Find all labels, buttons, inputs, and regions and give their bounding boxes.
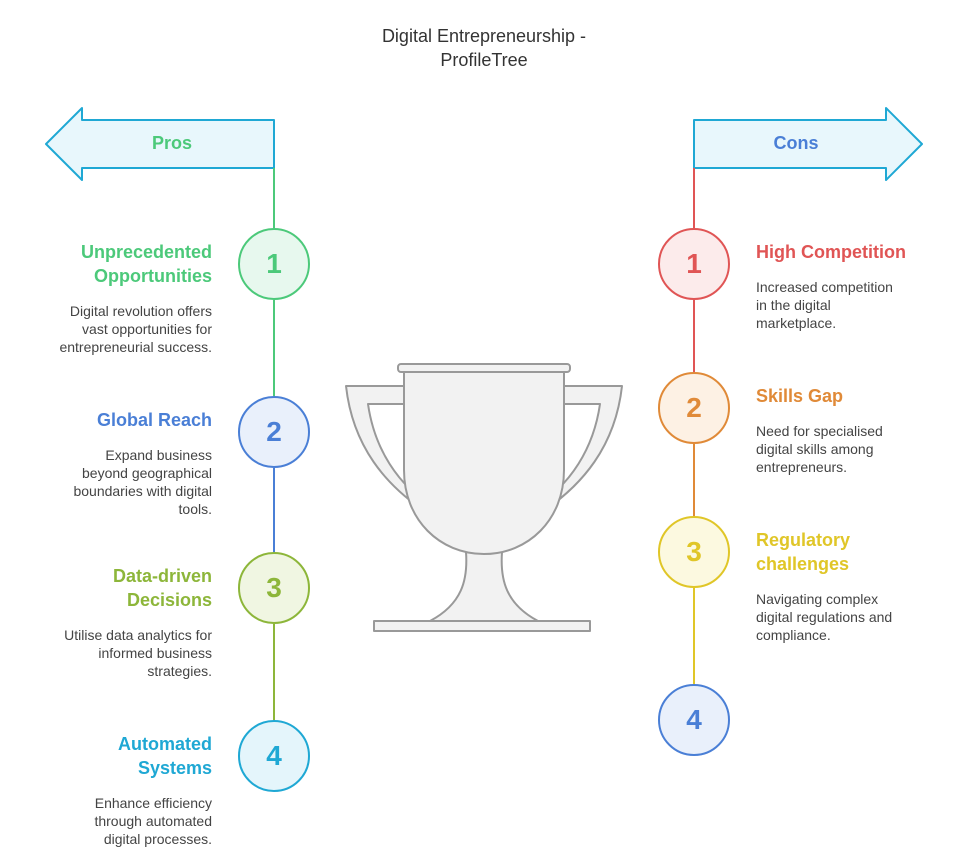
- pros-step-1-heading-line-2: Opportunities: [94, 266, 212, 286]
- cons-step-2-description-line: digital skills among: [756, 441, 874, 457]
- pros-step-3-heading-line-2: Decisions: [126, 590, 212, 610]
- pros-step-1-heading-line-1: Unprecedented: [80, 242, 212, 262]
- pros-step-4-circle: 4: [238, 720, 310, 792]
- pros-step-3-description-line: informed business: [98, 645, 212, 661]
- cons-step-3-heading: Regulatory challenges: [756, 528, 936, 576]
- pros-step-3-description-line: strategies.: [147, 663, 212, 679]
- cons-step-1-description-line: Increased competition: [756, 279, 893, 295]
- cons-step-1-heading: High Competition: [756, 240, 936, 264]
- cons-step-2-description-line: Need for specialised: [756, 423, 883, 439]
- cons-step-1-description: Increased competition in the digital marke…: [756, 278, 936, 332]
- trophy-icon: [345, 363, 623, 632]
- pros-step-4-heading-line-1: Automated: [118, 734, 212, 754]
- cons-step-3-description-line: Navigating complex: [756, 591, 879, 607]
- cons-step-1-description-line: in the digital: [756, 297, 831, 313]
- pros-step-4-description-line: through automated: [94, 813, 212, 829]
- cons-step-2-description: Need for specialised digital skills among…: [756, 422, 936, 476]
- pros-step-3-heading-line-1: Data-driven: [112, 566, 212, 586]
- cons-arrow-shape: [693, 107, 923, 181]
- cons-step-2-heading-line-1: Skills Gap: [756, 386, 844, 406]
- pros-step-2-circle: 2: [238, 396, 310, 468]
- cons-step-3-description-line: compliance.: [756, 627, 831, 643]
- cons-step-1-circle: 1: [658, 228, 730, 300]
- cons-step-3-heading-line-1: Regulatory: [756, 530, 851, 550]
- cons-step-3-description: Navigating complex digital regulations an…: [756, 590, 936, 644]
- pros-label: Pros: [151, 133, 193, 153]
- cons-step-2-heading: Skills Gap: [756, 384, 936, 408]
- pros-step-1-description-line: vast opportunities for: [82, 321, 212, 337]
- pros-step-1-description-line: entrepreneurial success.: [59, 339, 212, 355]
- cons-step-4-circle: 4: [658, 684, 730, 756]
- pros-arrow-shape: [45, 107, 275, 181]
- diagram-title: Digital Entrepreneurship - ProfileTree: [334, 24, 634, 72]
- pros-step-4-heading-line-2: Systems: [137, 758, 212, 778]
- pros-step-1-description-line: Digital revolution offers: [69, 303, 212, 319]
- pros-step-3-description-line: Utilise data analytics for: [64, 627, 212, 643]
- pros-step-2-description-line: tools.: [178, 501, 212, 517]
- cons-step-1-description-line: marketplace.: [756, 315, 837, 331]
- pros-step-4-description-line: Enhance efficiency: [94, 795, 212, 811]
- pros-step-1-circle: 1: [238, 228, 310, 300]
- pros-step-2-description: Expand business beyond geographical bounda…: [22, 446, 212, 518]
- pros-step-3-description: Utilise data analytics for informed busin…: [22, 626, 212, 680]
- pros-step-4-description-line: digital processes.: [103, 831, 212, 847]
- cons-step-3-circle: 3: [658, 516, 730, 588]
- pros-step-2-heading: Global Reach: [22, 408, 212, 432]
- pros-step-1-description: Digital revolution offers vast opportunit…: [22, 302, 212, 356]
- cons-step-3-heading-line-2: challenges: [756, 554, 850, 574]
- pros-step-3-circle: 3: [238, 552, 310, 624]
- title-line-1: Digital Entrepreneurship -: [381, 26, 587, 46]
- title-line-2: ProfileTree: [440, 50, 528, 70]
- pros-step-2-description-line: Expand business: [105, 447, 212, 463]
- pros-step-2-description-line: boundaries with digital: [73, 483, 212, 499]
- cons-step-3-description-line: digital regulations and: [756, 609, 893, 625]
- pros-step-4-description: Enhance efficiency through automated digit…: [22, 794, 212, 848]
- pros-step-2-heading-line-1: Global Reach: [96, 410, 212, 430]
- cons-step-2-circle: 2: [658, 372, 730, 444]
- pros-step-2-description-line: beyond geographical: [82, 465, 212, 481]
- cons-step-2-description-line: entrepreneurs.: [756, 459, 848, 475]
- cons-label: Cons: [773, 133, 819, 153]
- cons-step-1-heading-line-1: High Competition: [756, 242, 906, 262]
